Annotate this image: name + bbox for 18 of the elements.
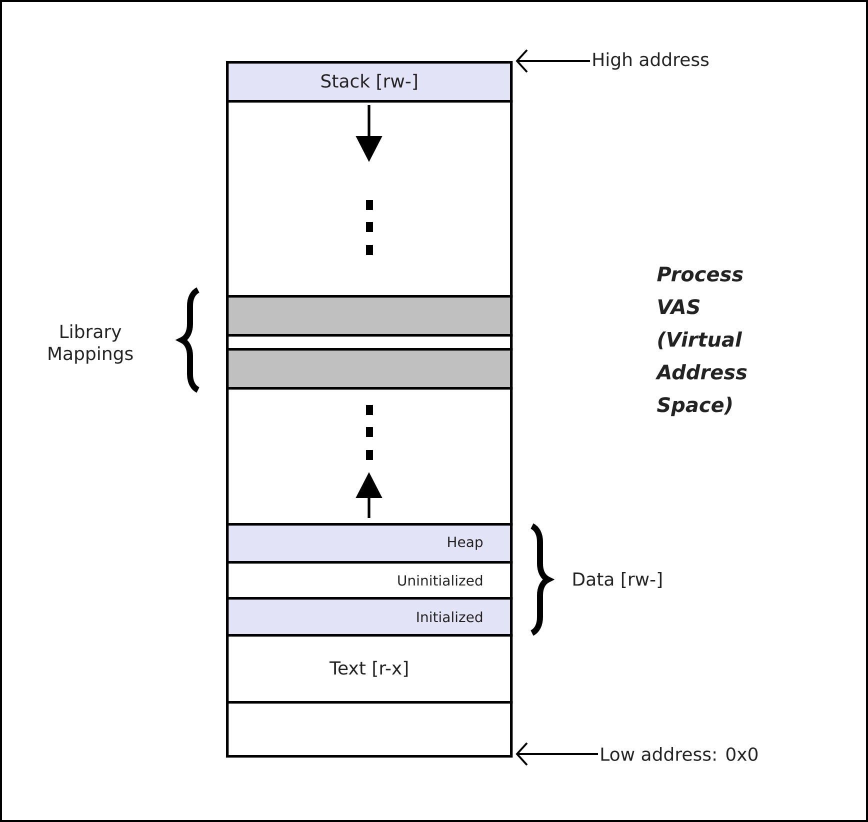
memory-region (226, 100, 513, 298)
address-label: Low address: 0x0 (601, 747, 758, 761)
arrow (516, 49, 590, 73)
library-mapping-band (226, 348, 513, 390)
memory-region (226, 334, 513, 351)
side-label: Data [rw-] (574, 572, 662, 588)
library-mapping-band (226, 295, 513, 337)
memory-segment: Uninitialized (226, 561, 513, 600)
memory-segment: Heap (226, 523, 513, 564)
memory-segment: Stack [rw-] (226, 61, 513, 103)
memory-region (226, 701, 513, 758)
arrow (516, 742, 598, 766)
address-label: High address (593, 52, 709, 70)
process-label: Process VAS (Virtual Address Space) (655, 266, 747, 416)
side-label: Library Mappings (48, 324, 133, 364)
memory-segment: Text [r-x] (226, 634, 513, 704)
memory-segment: Initialized (226, 597, 513, 637)
memory-region (226, 387, 513, 526)
